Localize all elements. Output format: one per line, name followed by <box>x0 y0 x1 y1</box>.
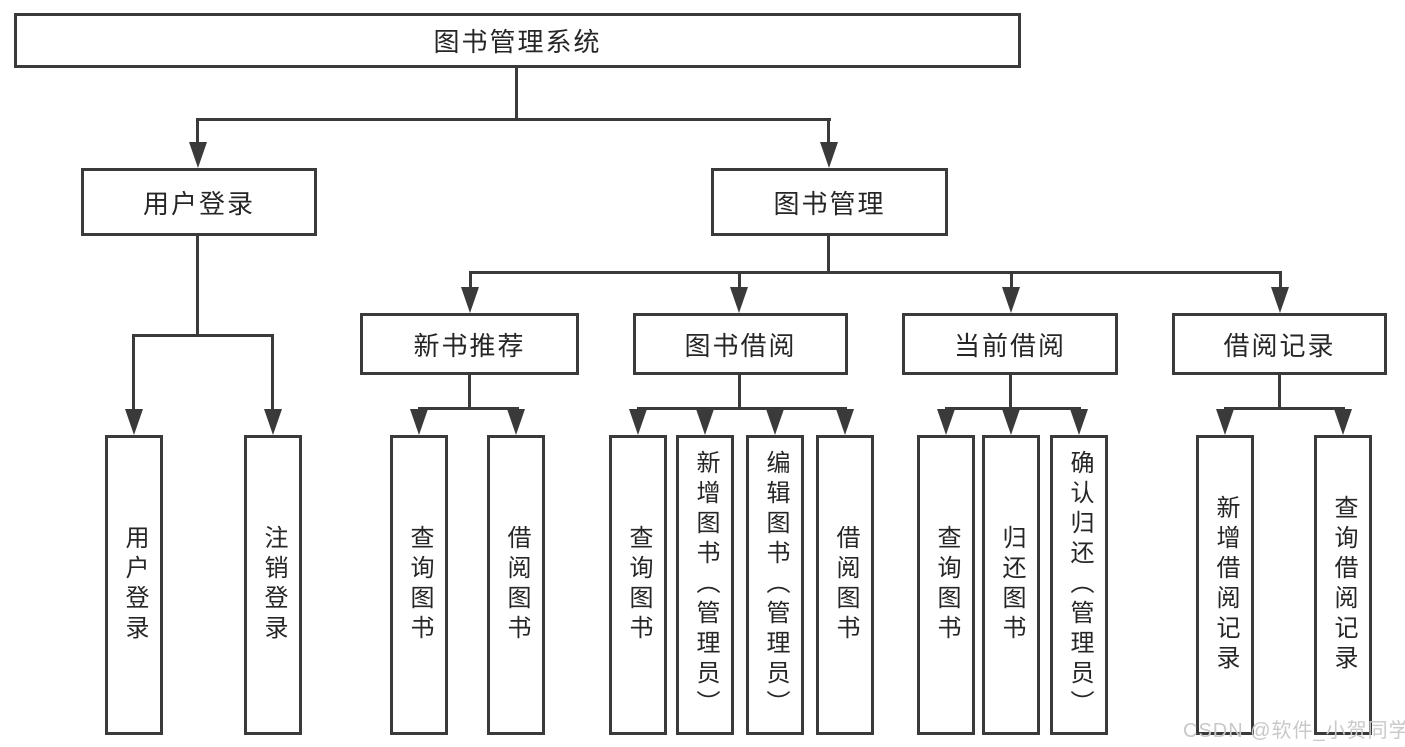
node-leaf-return-books: 归还图书 <box>982 435 1040 735</box>
arrowhead-down <box>629 409 647 435</box>
connector-hline <box>469 271 1282 274</box>
connector-vline <box>196 236 199 337</box>
node-leaf-add-borrow-record-label: 新增借阅记录 <box>1212 495 1239 675</box>
node-leaf-query-borrow-record-label: 查询借阅记录 <box>1330 495 1357 675</box>
node-leaf-borrow-books-2-label: 借阅图书 <box>832 525 859 645</box>
connector-vline <box>515 66 518 121</box>
connector-vline <box>738 375 741 409</box>
arrowhead-down <box>836 409 854 435</box>
arrowhead-down <box>125 409 143 435</box>
csdn-watermark: CSDN @软件_小贺同学 <box>1183 720 1405 742</box>
connector-vline <box>1010 271 1013 289</box>
node-leaf-add-books-admin-label: 新增图书（管理员） <box>692 450 719 720</box>
node-leaf-return-books-label: 归还图书 <box>998 525 1025 645</box>
arrowhead-down <box>1334 409 1352 435</box>
node-leaf-query-books-2-label: 查询图书 <box>625 525 652 645</box>
node-new-book-recommend: 新书推荐 <box>360 313 579 375</box>
connector-vline <box>738 271 741 289</box>
arrowhead-down <box>507 409 525 435</box>
connector-hline <box>133 334 274 337</box>
node-root: 图书管理系统 <box>14 13 1021 68</box>
node-borrow-records-label: 借阅记录 <box>1223 330 1336 361</box>
node-leaf-query-books-3: 查询图书 <box>917 435 975 735</box>
arrowhead-down <box>189 142 207 168</box>
node-borrow-records: 借阅记录 <box>1172 313 1387 375</box>
node-leaf-confirm-return-admin-label: 确认归还（管理员） <box>1066 450 1093 720</box>
connector-vline <box>271 334 274 411</box>
arrowhead-down <box>1271 287 1289 313</box>
node-book-borrow-label: 图书借阅 <box>684 330 797 361</box>
node-leaf-edit-books-admin-label: 编辑图书（管理员） <box>762 450 789 720</box>
arrowhead-down <box>410 409 428 435</box>
node-book-management-label: 图书管理 <box>773 188 886 219</box>
arrowhead-down <box>730 287 748 313</box>
connector-vline <box>196 118 199 148</box>
node-user-login: 用户登录 <box>81 168 317 236</box>
connector-vline <box>468 375 471 409</box>
arrowhead-down <box>766 409 784 435</box>
node-leaf-borrow-books-1: 借阅图书 <box>487 435 545 735</box>
arrowhead-down <box>1070 409 1088 435</box>
node-leaf-logout: 注销登录 <box>244 435 302 735</box>
arrowhead-down <box>1002 409 1020 435</box>
connector-hline <box>637 407 847 410</box>
connector-hline <box>197 118 831 121</box>
connector-vline <box>827 118 830 148</box>
node-book-management: 图书管理 <box>711 168 948 236</box>
connector-vline <box>469 271 472 289</box>
arrowhead-down <box>820 142 838 168</box>
node-leaf-add-books-admin: 新增图书（管理员） <box>676 435 734 735</box>
arrowhead-down <box>696 409 714 435</box>
node-current-borrow: 当前借阅 <box>902 313 1118 375</box>
arrowhead-down <box>1002 287 1020 313</box>
connector-vline <box>1009 375 1012 409</box>
arrowhead-down <box>1216 409 1234 435</box>
arrowhead-down <box>937 409 955 435</box>
node-root-label: 图书管理系统 <box>433 27 602 57</box>
node-leaf-query-books-1-label: 查询图书 <box>406 525 433 645</box>
node-current-borrow-label: 当前借阅 <box>953 330 1066 361</box>
node-leaf-logout-label: 注销登录 <box>260 525 287 645</box>
node-leaf-add-borrow-record: 新增借阅记录 <box>1196 435 1254 735</box>
connector-vline <box>827 236 830 274</box>
node-new-book-recommend-label: 新书推荐 <box>413 330 526 361</box>
connector-vline <box>1278 375 1281 409</box>
arrowhead-down <box>264 409 282 435</box>
connector-hline <box>945 407 1081 410</box>
node-leaf-query-books-1: 查询图书 <box>390 435 448 735</box>
connector-vline <box>1279 271 1282 289</box>
node-book-borrow: 图书借阅 <box>633 313 848 375</box>
node-leaf-edit-books-admin: 编辑图书（管理员） <box>746 435 804 735</box>
node-leaf-user-login-label: 用户登录 <box>121 525 148 645</box>
node-leaf-confirm-return-admin: 确认归还（管理员） <box>1050 435 1108 735</box>
connector-hline <box>1224 407 1345 410</box>
node-user-login-label: 用户登录 <box>142 188 255 219</box>
node-leaf-query-books-2: 查询图书 <box>609 435 667 735</box>
node-leaf-query-books-3-label: 查询图书 <box>933 525 960 645</box>
node-leaf-borrow-books-2: 借阅图书 <box>816 435 874 735</box>
node-leaf-borrow-books-1-label: 借阅图书 <box>503 525 530 645</box>
arrowhead-down <box>461 287 479 313</box>
connector-hline <box>418 407 519 410</box>
connector-vline <box>132 334 135 411</box>
node-leaf-user-login: 用户登录 <box>105 435 163 735</box>
node-leaf-query-borrow-record: 查询借阅记录 <box>1314 435 1372 735</box>
